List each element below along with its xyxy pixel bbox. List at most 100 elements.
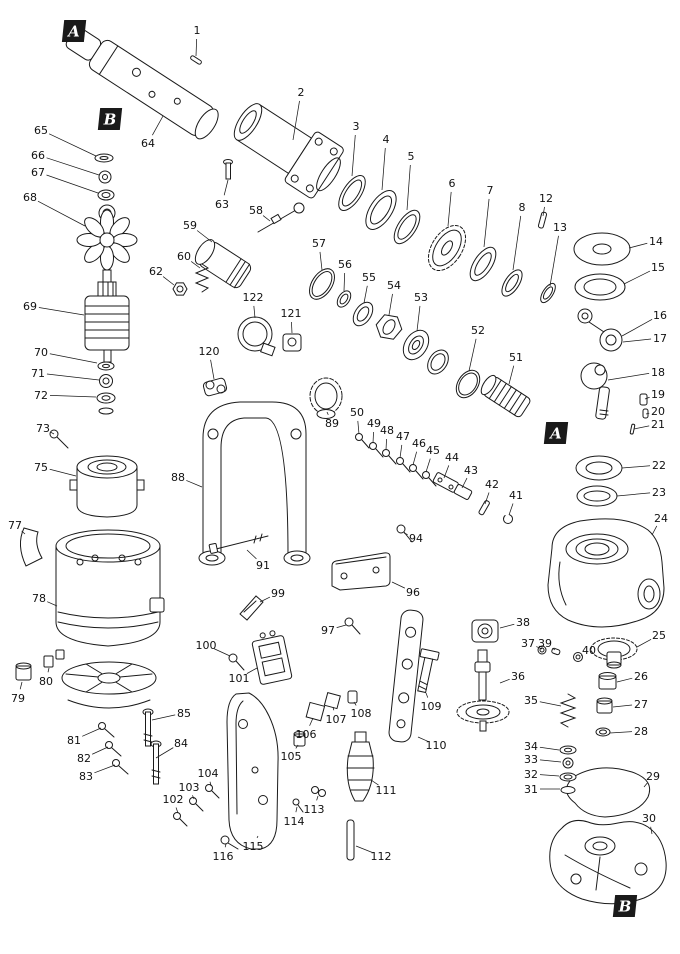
part-label-44: 44 [445, 451, 459, 464]
leader-line-65 [48, 133, 97, 157]
part-label-45: 45 [426, 444, 440, 457]
leader-line-38 [499, 623, 515, 629]
leader-line-55 [363, 285, 368, 304]
part-label-122: 122 [243, 291, 264, 304]
part-label-5: 5 [408, 150, 415, 163]
part-label-72: 72 [34, 389, 48, 402]
leader-line-105 [295, 744, 299, 749]
part-label-88: 88 [171, 471, 185, 484]
crank-shaft [580, 362, 649, 435]
leader-line-97 [336, 624, 347, 628]
part-label-41: 41 [509, 489, 523, 502]
leader-line-102 [175, 807, 179, 814]
chuck-clamp-parts [202, 316, 343, 419]
part-label-116: 116 [213, 850, 234, 863]
leader-line-122 [253, 305, 256, 319]
leader-line-63 [223, 179, 229, 196]
leader-line-85 [151, 714, 176, 721]
part-label-30: 30 [642, 812, 656, 825]
leader-line-37 [536, 646, 543, 650]
part-label-82: 82 [77, 752, 91, 765]
leader-line-81 [82, 727, 102, 737]
part-label-62: 62 [149, 265, 163, 278]
svg-text:A: A [548, 425, 562, 443]
leader-line-111 [370, 779, 379, 786]
part-label-14: 14 [649, 235, 663, 248]
part-label-32: 32 [524, 768, 538, 781]
inner-cover [566, 767, 651, 818]
tool-holder-parts [172, 159, 305, 296]
part-label-25: 25 [652, 629, 666, 642]
part-label-46: 46 [412, 437, 426, 450]
part-label-68: 68 [23, 191, 37, 204]
leader-line-36 [499, 678, 510, 684]
leader-line-40 [580, 655, 583, 657]
side-handle-parts [292, 609, 440, 861]
handle-base [549, 820, 667, 905]
stator [69, 455, 145, 518]
leader-line-79 [19, 681, 23, 690]
leader-line-39 [552, 647, 556, 651]
leader-line-72 [49, 394, 97, 398]
leader-line-113 [316, 795, 319, 801]
part-label-69: 69 [23, 300, 37, 313]
part-label-108: 108 [351, 707, 372, 720]
part-label-112: 112 [371, 850, 392, 863]
leader-line-60 [190, 261, 201, 269]
part-label-33: 33 [524, 753, 538, 766]
leader-line-101 [246, 667, 258, 674]
leader-line-17 [622, 338, 652, 343]
part-label-71: 71 [31, 367, 45, 380]
leader-line-104 [209, 781, 212, 787]
view-markers: A B A B [61, 20, 638, 917]
motor-housing [15, 527, 165, 709]
leader-line-34 [539, 746, 560, 751]
leader-line-58 [262, 215, 271, 222]
part-label-39: 39 [538, 637, 552, 650]
part-label-31: 31 [524, 783, 538, 796]
leader-line-4 [381, 147, 386, 191]
part-label-113: 113 [304, 803, 325, 816]
leader-line-114 [295, 806, 298, 813]
part-label-83: 83 [79, 770, 93, 783]
part-label-105: 105 [281, 750, 302, 763]
rear-housing-half [173, 692, 279, 850]
part-label-21: 21 [651, 418, 665, 431]
leader-line-12 [542, 206, 545, 217]
leader-line-73 [50, 431, 55, 435]
leader-line-15 [623, 270, 651, 285]
part-label-51: 51 [509, 351, 523, 364]
part-label-75: 75 [34, 461, 48, 474]
small-electrical-parts [293, 690, 358, 747]
part-label-103: 103 [179, 781, 200, 794]
part-label-101: 101 [229, 672, 250, 685]
part-label-114: 114 [284, 815, 305, 828]
part-labels: 1234567812131415161718192021222324252627… [8, 24, 668, 863]
part-label-121: 121 [281, 307, 302, 320]
leader-line-47 [399, 444, 403, 459]
leader-line-49 [372, 431, 374, 444]
part-label-6: 6 [449, 177, 456, 190]
part-label-80: 80 [39, 675, 53, 688]
part-label-84: 84 [174, 737, 188, 750]
part-label-48: 48 [380, 424, 394, 437]
leader-line-35 [539, 701, 562, 707]
svg-text:B: B [618, 898, 632, 916]
part-label-47: 47 [396, 430, 410, 443]
leader-line-116 [224, 843, 227, 848]
part-label-120: 120 [199, 345, 220, 358]
leader-line-69 [38, 307, 85, 316]
part-label-94: 94 [409, 532, 423, 545]
view-marker-b-1: B [97, 108, 123, 130]
leader-line-25 [636, 638, 652, 648]
part-label-96: 96 [406, 586, 420, 599]
part-label-91: 91 [256, 559, 270, 572]
part-label-110: 110 [426, 739, 447, 752]
part-label-52: 52 [471, 324, 485, 337]
leader-line-70 [49, 353, 98, 364]
part-label-49: 49 [367, 417, 381, 430]
view-marker-a-0: A [61, 20, 87, 42]
part-label-67: 67 [31, 166, 45, 179]
part-label-27: 27 [634, 698, 648, 711]
